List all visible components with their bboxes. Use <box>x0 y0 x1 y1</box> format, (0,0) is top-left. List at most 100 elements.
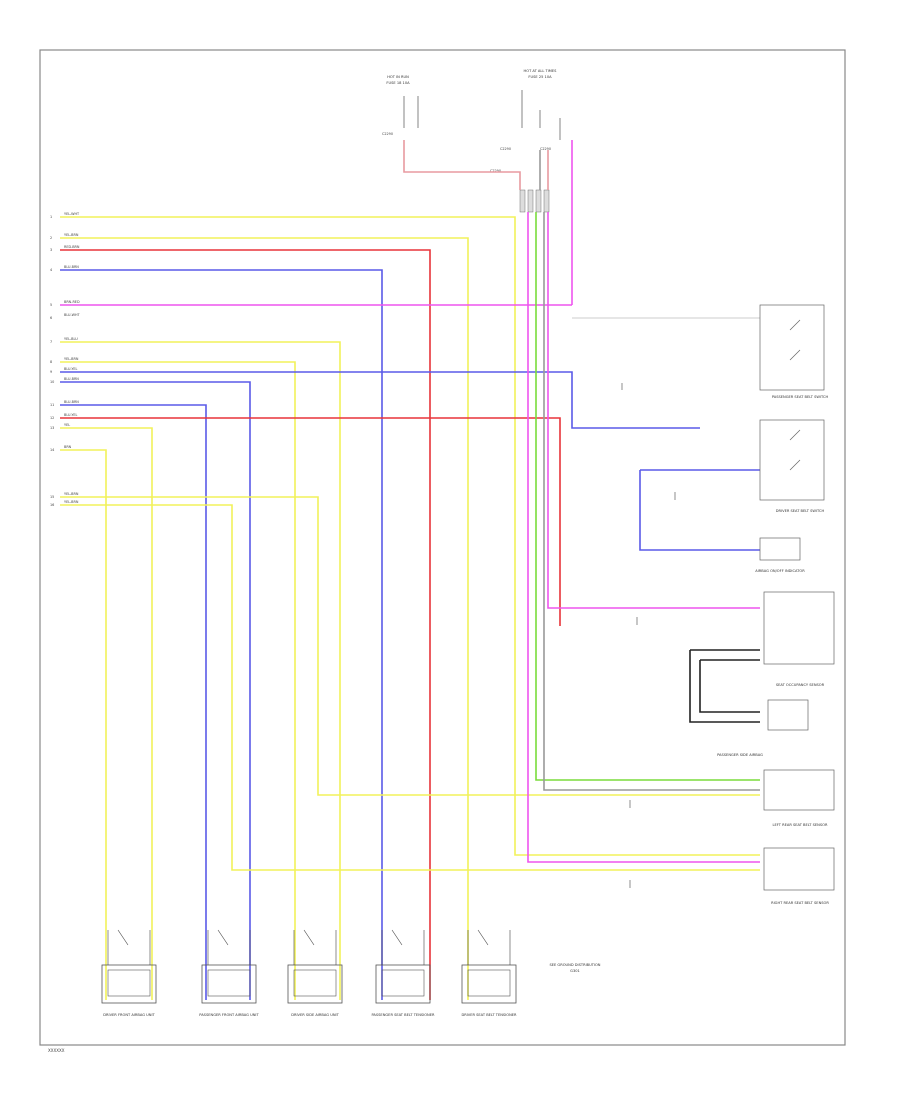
component-label: PASSENGER SIDE AIRBAG <box>717 753 763 757</box>
left-wire-label: YEL-BRN <box>64 233 79 237</box>
bottom-component-inner <box>293 969 337 997</box>
left-wire-pin: 5 <box>50 303 52 307</box>
left-wire-pin: 13 <box>50 426 54 430</box>
component-label: LEFT REAR SEAT BELT SENSOR <box>773 823 828 827</box>
left-wire-label: BRN-RED <box>64 300 80 304</box>
wire-red-brn <box>60 249 431 1000</box>
bottom-component-box <box>375 964 431 1004</box>
left-wire-label: BRN <box>64 445 72 449</box>
wire-blu-yel <box>60 371 700 429</box>
component-box <box>759 419 825 501</box>
bottom-component-inner <box>467 969 511 997</box>
bottom-component-label: DRIVER FRONT AIRBAG UNIT <box>103 1013 155 1017</box>
bottom-component-box <box>287 964 343 1004</box>
wire-occupancy <box>689 650 760 723</box>
ground-label: G301 <box>570 969 580 973</box>
ground-symbols <box>621 383 676 888</box>
wire-yel-brn <box>60 237 469 1000</box>
switch-contact <box>391 929 403 946</box>
left-wire-pin: 16 <box>50 503 54 507</box>
left-wire-label: RED-BRN <box>64 245 80 249</box>
left-wire-pin: 4 <box>50 268 52 272</box>
switch-contact <box>477 929 489 946</box>
left-wire-label: BLU-BRN <box>64 377 79 381</box>
left-wire-pin: 9 <box>50 370 52 374</box>
left-wire-pin: 12 <box>50 416 54 420</box>
component-label: DRIVER SEAT BELT SWITCH <box>776 509 825 513</box>
pin-label: C2290 <box>540 147 551 151</box>
left-wire-pin: 6 <box>50 316 52 320</box>
wire-red-seat <box>60 417 561 626</box>
connector-pin <box>519 189 526 213</box>
wire-trunk <box>527 212 760 863</box>
pin-label: C2290 <box>500 147 511 151</box>
left-wire-label: BLU-WHT <box>64 313 81 317</box>
wire-yel-wht <box>60 216 760 856</box>
diagram-frame <box>39 49 846 1046</box>
component-box <box>759 304 825 391</box>
wire-airbag-indicator <box>639 470 760 551</box>
bottom-component-label: DRIVER SIDE AIRBAG UNIT <box>291 1013 339 1017</box>
component-box <box>763 847 835 891</box>
wire-trunk-gray <box>543 212 760 791</box>
reference-code: XXXXXX <box>48 1048 65 1053</box>
right-components <box>759 304 835 891</box>
switch-contact <box>789 459 801 471</box>
left-wire-pin: 11 <box>50 403 54 407</box>
bottom-component-box <box>101 964 157 1004</box>
component-box <box>767 699 809 731</box>
left-wire-label: YEL-BRN <box>64 357 79 361</box>
wire-power-feed <box>403 140 521 190</box>
left-wire-pin: 3 <box>50 248 52 252</box>
component-box <box>763 769 835 811</box>
wire-brn-driver <box>60 449 107 1000</box>
switch-contact <box>789 319 801 331</box>
left-wire-label: YEL-BRN <box>64 500 79 504</box>
component-label: AIRBAG ON/OFF INDICATOR <box>755 569 805 573</box>
bottom-component-label: DRIVER SEAT BELT TENSIONER <box>461 1013 517 1017</box>
power-source-label: HOT IN RUN <box>387 75 409 79</box>
left-wire-labels: 1YEL-WHT2YEL-BRN3RED-BRN4BLU-BRN5BRN-RED… <box>50 212 81 507</box>
switch-contact <box>303 929 315 946</box>
switch-contact <box>117 929 129 946</box>
wire-trunk-green <box>535 212 760 781</box>
component-label: PASSENGER SEAT BELT SWITCH <box>772 395 829 399</box>
left-wire-label: BLU-YEL <box>64 367 78 371</box>
left-wire-label: YEL-WHT <box>64 212 80 216</box>
wire-harness <box>60 140 760 1000</box>
bottom-component-box <box>201 964 257 1004</box>
left-wire-pin: 10 <box>50 380 54 384</box>
wire-yel-rear-right <box>60 504 760 871</box>
power-source-sub-label: FUSE 25 10A <box>528 75 552 79</box>
wire-yel-brn-2 <box>60 361 296 1000</box>
wire-blu-brn <box>60 269 383 1000</box>
left-wire-label: YEL <box>64 423 70 427</box>
power-source-label: HOT AT ALL TIMES <box>524 69 558 73</box>
left-wire-label: YEL-BLU <box>64 337 78 341</box>
wire-occupancy <box>699 660 760 713</box>
connector-pin <box>543 189 550 213</box>
component-box <box>759 537 801 561</box>
pin-label: C2290 <box>382 132 393 136</box>
right-component-labels: PASSENGER SEAT BELT SWITCH DRIVER SEAT B… <box>717 395 829 905</box>
pin-label: C2290 <box>490 169 501 173</box>
top-power-sources: HOT IN RUN FUSE 18 10A HOT AT ALL TIMES … <box>382 69 561 213</box>
bottom-component-label: PASSENGER FRONT AIRBAG UNIT <box>199 1013 259 1017</box>
wire-yel-rear-left <box>60 496 760 796</box>
switch-contact <box>789 349 801 361</box>
wire-blu-brn-3 <box>60 404 207 1000</box>
component-label: SEAT OCCUPANCY SENSOR <box>776 683 825 687</box>
left-wire-pin: 14 <box>50 448 54 452</box>
bottom-components: DRIVER FRONT AIRBAG UNIT PASSENGER FRONT … <box>101 929 517 1017</box>
left-wire-pin: 8 <box>50 360 52 364</box>
power-source-sub-label: FUSE 18 10A <box>386 81 410 85</box>
ground-distribution-note: SEE GROUND DISTRIBUTION <box>549 963 600 967</box>
left-wire-label: BLU-BRN <box>64 265 79 269</box>
left-wire-pin: 1 <box>50 215 52 219</box>
bottom-component-inner <box>107 969 151 997</box>
bottom-component-inner <box>207 969 251 997</box>
connector-pin <box>535 189 542 213</box>
wire-yel-blu <box>60 341 341 1000</box>
left-wire-pin: 2 <box>50 236 52 240</box>
